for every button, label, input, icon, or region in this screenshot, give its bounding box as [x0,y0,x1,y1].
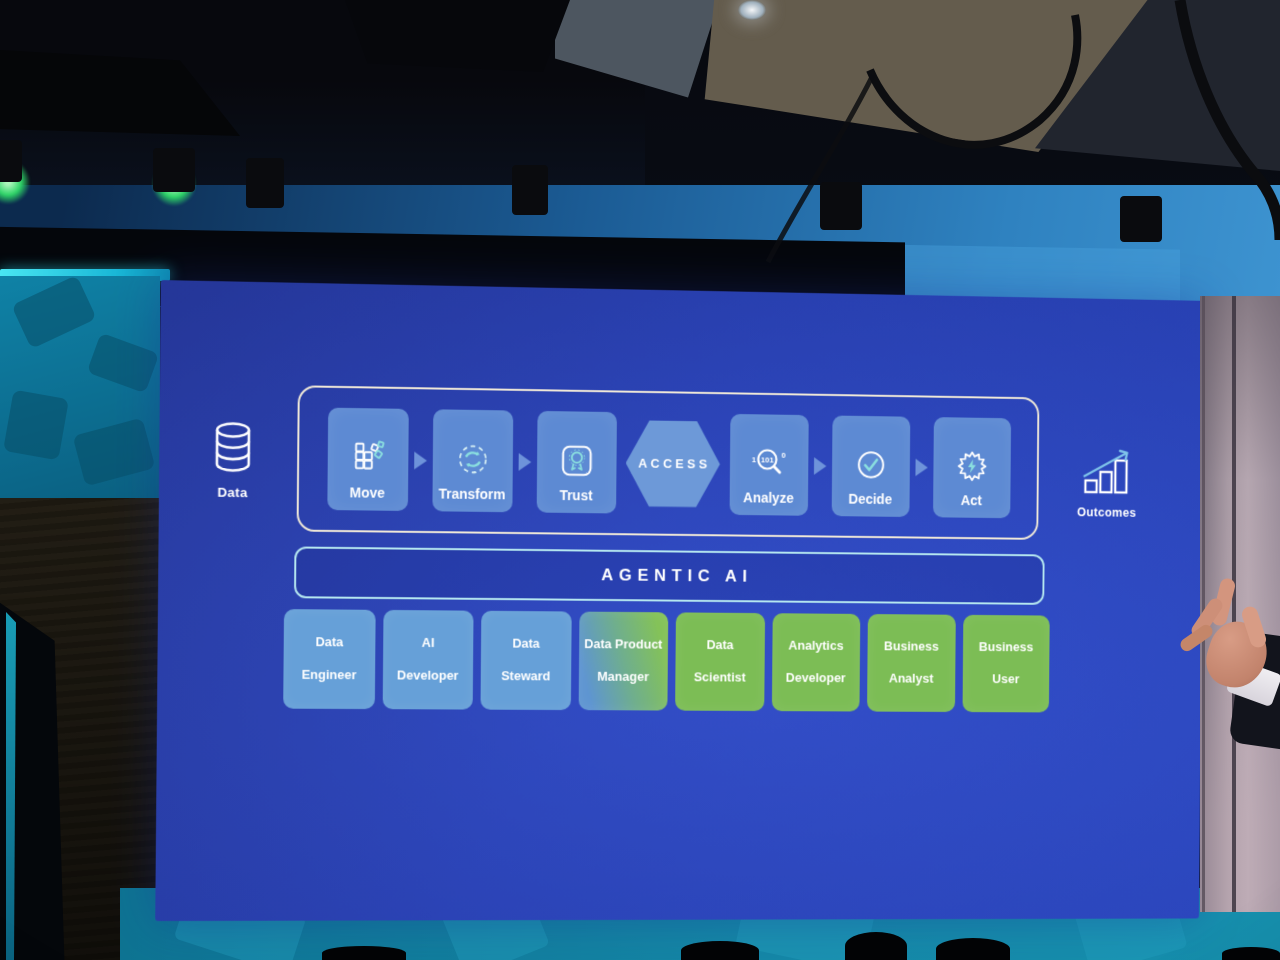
outcomes-group: Outcomes [1055,445,1158,520]
flow-arrow-icon [413,451,427,470]
analyze-magnifier-icon: 101 1 0 [751,445,786,483]
pipeline-stage-analyze: 101 1 0 Analyze [729,413,809,516]
database-icon [209,419,257,478]
audience-head-silhouette [1222,947,1280,960]
trust-medal-icon [558,442,595,480]
stage-label: Trust [559,487,593,504]
stage-label: Decide [848,490,893,508]
stage-light-fixture [0,140,22,182]
agentic-ai-label: AGENTIC AI [601,565,753,586]
audience-head-silhouette [322,946,406,960]
decide-checkmark-icon [852,446,888,484]
outcomes-label: Outcomes [1076,505,1137,520]
presenter [1178,560,1280,780]
pipeline-stage-trust: Trust [536,410,617,514]
teal-pattern-wall [0,276,160,502]
presenter-hand [1178,576,1276,698]
svg-text:101: 101 [760,455,773,464]
stage-light-fixture [512,165,548,215]
stage-label: Act [960,492,983,509]
pipeline-stage-transform: Transform [431,409,513,513]
audience-head-silhouette [681,941,759,960]
flow-arrow-icon [518,452,531,471]
stage-label: Transform [438,485,506,503]
pillar-seam [1232,296,1236,912]
hanging-cables [765,0,1280,264]
left-wall [0,0,170,960]
pipeline-stage-move: Move [326,407,409,511]
pillar-seam [1202,296,1205,912]
stage-light-fixture [1120,196,1162,242]
pipeline-stage-act: Act [932,417,1011,519]
stage-label: Analyze [743,489,794,506]
pipeline-frame: Move Transform [296,385,1040,540]
audience-head-silhouette [845,932,907,960]
act-spark-icon [954,448,990,485]
flow-arrow-icon [914,458,928,476]
ceiling [0,0,1280,312]
pipeline-stage-decide: Decide [831,415,910,517]
agentic-ai-bar: AGENTIC AI [294,546,1045,605]
svg-text:0: 0 [781,451,786,460]
svg-text:1: 1 [751,455,756,464]
move-blocks-icon [349,439,387,477]
flow-arrow-icon [813,456,826,475]
stage-monitor-glow [6,612,16,960]
projection-screen: Data Move [155,280,1205,922]
bar-chart-growth-icon [1078,445,1136,498]
lighting-rig [345,0,570,72]
stage-light-fixture [153,148,195,192]
stage-label: Move [349,484,385,501]
stage-light-fixture [820,182,862,230]
data-label: Data [217,484,248,501]
recessed-light [738,0,766,20]
transform-cycle-icon [454,440,491,478]
audience-head-silhouette [936,938,1010,960]
data-source-group: Data [183,418,283,500]
pipeline-stage-access: ACCESS [625,420,720,508]
access-label: ACCESS [638,455,711,472]
stage-light-fixture [246,158,284,208]
